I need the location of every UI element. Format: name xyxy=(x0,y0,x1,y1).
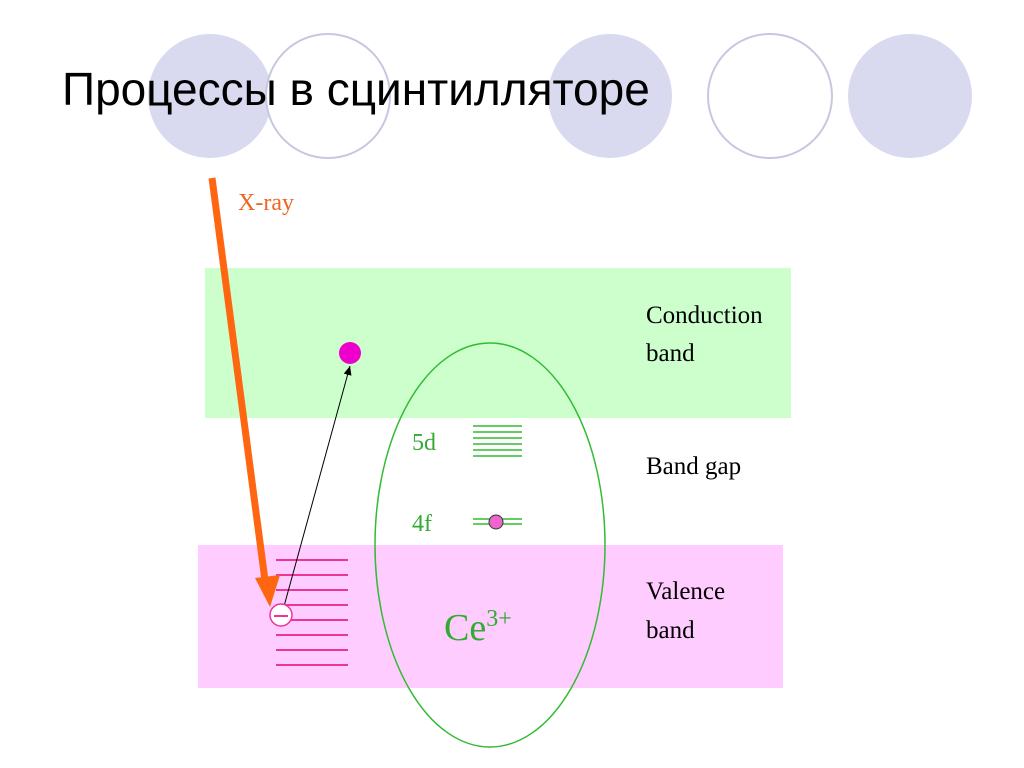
xray-arrowhead xyxy=(255,575,280,607)
level-5d-lines xyxy=(473,425,522,457)
valence-band-levels xyxy=(276,559,348,666)
level-5d-label: 5d xyxy=(412,430,436,456)
decorative-circles xyxy=(148,33,972,159)
band-gap-label: Band gap xyxy=(646,453,741,480)
decor-circle-outline-1 xyxy=(265,33,391,159)
xray-label: X-ray xyxy=(238,190,294,216)
ce-ion-charge: 3+ xyxy=(486,606,512,632)
valence-band-label-line2: band xyxy=(646,617,695,644)
decor-circle-filled-3 xyxy=(848,34,972,158)
xray-arrow xyxy=(208,177,280,607)
conduction-band-label-line2: band xyxy=(646,340,695,367)
excited-electron xyxy=(339,342,361,364)
decor-circle-filled-2 xyxy=(548,34,672,158)
level-4f-label: 4f xyxy=(412,511,432,537)
ce-4f-electron xyxy=(488,514,504,530)
decor-circle-outline-2 xyxy=(707,33,833,159)
decor-circle-filled-1 xyxy=(148,34,272,158)
valence-band-label-line1: Valence xyxy=(646,578,725,605)
slide-title: Процессы в сцинтилляторе xyxy=(62,63,650,115)
ce-ion-label: Ce3+ xyxy=(444,606,512,649)
xray-arrow-shaft xyxy=(208,177,270,589)
ce-ion-region xyxy=(374,342,606,748)
ce-ion-symbol: Ce xyxy=(444,607,486,649)
conduction-band-label-line1: Conduction xyxy=(646,302,763,329)
hole xyxy=(269,603,293,627)
excitation-arrow xyxy=(282,365,352,611)
